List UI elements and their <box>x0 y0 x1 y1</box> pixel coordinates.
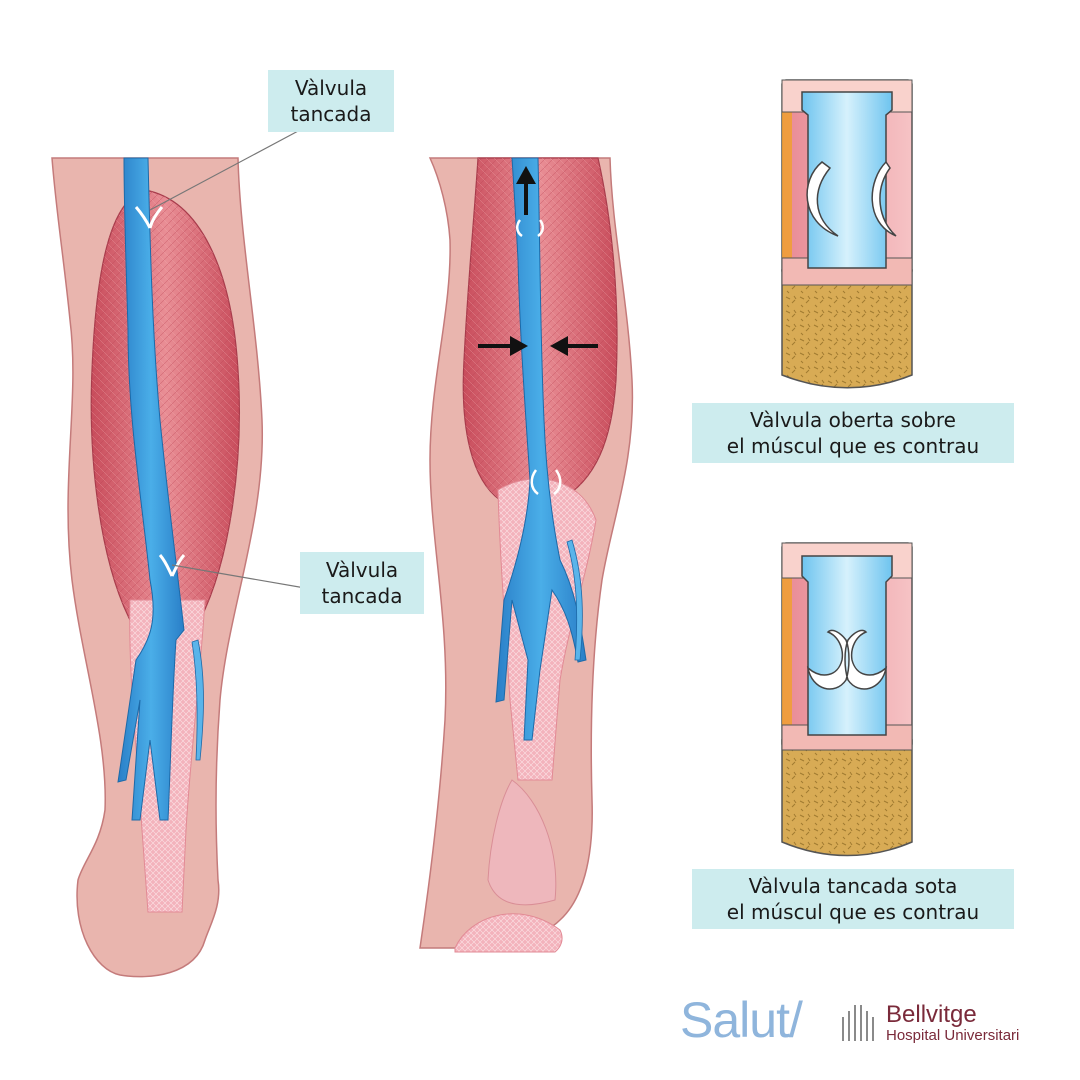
label-closed-line-2: el múscul que es contrau <box>726 900 980 924</box>
leg-middle-heel-tendon <box>454 913 563 953</box>
vein-detail-open <box>781 79 913 389</box>
leg-middle-side-vein <box>566 539 583 661</box>
arrow-right-icon <box>478 336 528 356</box>
leg-left <box>51 129 306 978</box>
label-middle-line-2: tancada <box>321 584 403 608</box>
leg-middle-vein <box>495 157 587 741</box>
label-valve-closed-middle: Vàlvula tancada <box>300 552 424 614</box>
label-closed-line-1: Vàlvula tancada sota <box>748 874 958 898</box>
bone-open <box>781 269 913 389</box>
valve-top-middle-icon <box>516 219 544 238</box>
label-valve-closed: Vàlvula tancada sota el múscul que es co… <box>692 869 1014 929</box>
label-valve-closed-top: Vàlvula tancada <box>268 70 394 132</box>
brand-subtitle: Hospital Universitari <box>886 1027 1020 1044</box>
valve-lower-middle-icon <box>530 469 562 495</box>
label-open-line-2: el múscul que es contrau <box>726 434 980 458</box>
bellvitge-logo-icon <box>842 1005 874 1041</box>
label-top-line-2: tancada <box>290 102 372 126</box>
vein-wall-left-accent-closed <box>782 548 792 743</box>
bone-closed <box>781 739 913 857</box>
vein-detail-closed <box>781 542 913 857</box>
pointer-line-middle <box>171 564 306 589</box>
valve-top-left-icon <box>134 206 164 229</box>
leg-middle <box>419 157 634 953</box>
leg-left-side-vein <box>191 639 204 761</box>
leg-left-vein <box>117 157 185 821</box>
label-top-line-1: Vàlvula <box>294 76 368 100</box>
vein-wall-left-accent-open <box>782 85 792 270</box>
pointer-line-top <box>149 129 301 211</box>
valve-leaflets-closed-icon <box>806 629 888 690</box>
brand-name: Bellvitge <box>886 1001 977 1028</box>
label-middle-line-1: Vàlvula <box>325 558 399 582</box>
leg-middle-lower-muscle <box>487 779 557 906</box>
valve-leaflet-right-open-icon <box>871 160 897 237</box>
arrow-up-icon <box>516 166 536 215</box>
valve-leaflet-left-open-icon <box>806 161 839 237</box>
valve-mid-left-icon <box>158 554 186 577</box>
arrow-left-icon <box>550 336 598 356</box>
brand-salut-logo: Salut/ <box>680 992 803 1048</box>
label-valve-open: Vàlvula oberta sobre el múscul que es co… <box>692 403 1014 463</box>
label-open-line-1: Vàlvula oberta sobre <box>750 408 956 432</box>
